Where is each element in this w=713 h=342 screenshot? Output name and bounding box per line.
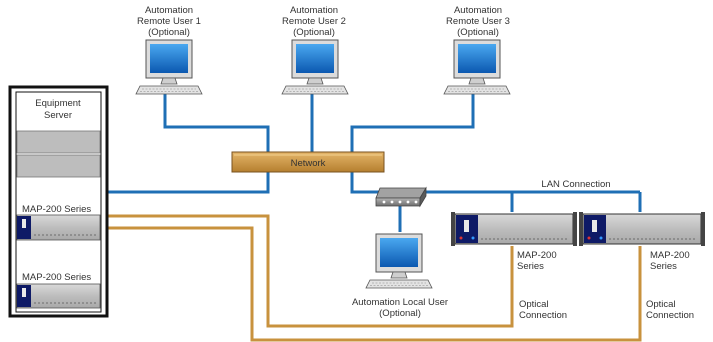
map-unit-2: MAP-200 Series (578, 211, 706, 272)
map-200-device (450, 211, 578, 247)
map-unit-1-line2: Series (517, 261, 544, 272)
remote-user-1-line2: Remote User 1 (137, 16, 201, 27)
computer-icon (443, 39, 511, 95)
local-user-line2: (Optional) (379, 308, 421, 319)
lan-wiring (107, 88, 642, 232)
rack-unit-2: MAP-200 Series (16, 272, 101, 309)
computer-icon (365, 233, 433, 289)
remote-user-3-line2: Remote User 3 (446, 16, 510, 27)
optical-wiring (107, 214, 642, 342)
optical-label-2-line1: Optical (646, 299, 676, 310)
remote-user-1-line1: Automation (145, 5, 193, 16)
remote-user-2-line3: (Optional) (293, 27, 335, 38)
map-unit-2-line1: MAP-200 (650, 250, 690, 261)
lan-connection-label: LAN Connection (541, 179, 610, 190)
optical-label-1-line2: Connection (519, 310, 567, 321)
network-label: Network (291, 158, 326, 169)
equipment-server-line2: Server (44, 110, 72, 121)
rack-unit-2-label: MAP-200 Series (22, 272, 91, 283)
remote-user-2-line1: Automation (290, 5, 338, 16)
remote-user-1: Automation Remote User 1 (Optional) (135, 5, 203, 95)
remote-user-3: Automation Remote User 3 (Optional) (443, 5, 511, 95)
map-unit-1: MAP-200 Series (450, 211, 578, 272)
optical-label-2-line2: Connection (646, 310, 694, 321)
computer-icon (135, 39, 203, 95)
local-user-line1: Automation Local User (352, 297, 448, 308)
map-200-device (578, 211, 706, 247)
optical-label-1-line1: Optical (519, 299, 549, 310)
equipment-server-line1: Equipment (35, 98, 81, 109)
remote-user-3-line3: (Optional) (457, 27, 499, 38)
map-unit-2-line2: Series (650, 261, 677, 272)
remote-user-1-line3: (Optional) (148, 27, 190, 38)
local-user: Automation Local User (Optional) (352, 233, 448, 319)
network-switch (375, 186, 427, 208)
equipment-server-rack: Equipment Server MAP-200 Series MAP-200 … (8, 85, 109, 318)
map-unit-1-line1: MAP-200 (517, 250, 557, 261)
remote-user-2-line2: Remote User 2 (282, 16, 346, 27)
network-bar: Network (231, 151, 385, 173)
remote-user-2: Automation Remote User 2 (Optional) (281, 5, 349, 95)
rack-unit-1-label: MAP-200 Series (22, 204, 91, 215)
rack-unit-1: MAP-200 Series (16, 204, 101, 241)
computer-icon (281, 39, 349, 95)
remote-user-3-line1: Automation (454, 5, 502, 16)
